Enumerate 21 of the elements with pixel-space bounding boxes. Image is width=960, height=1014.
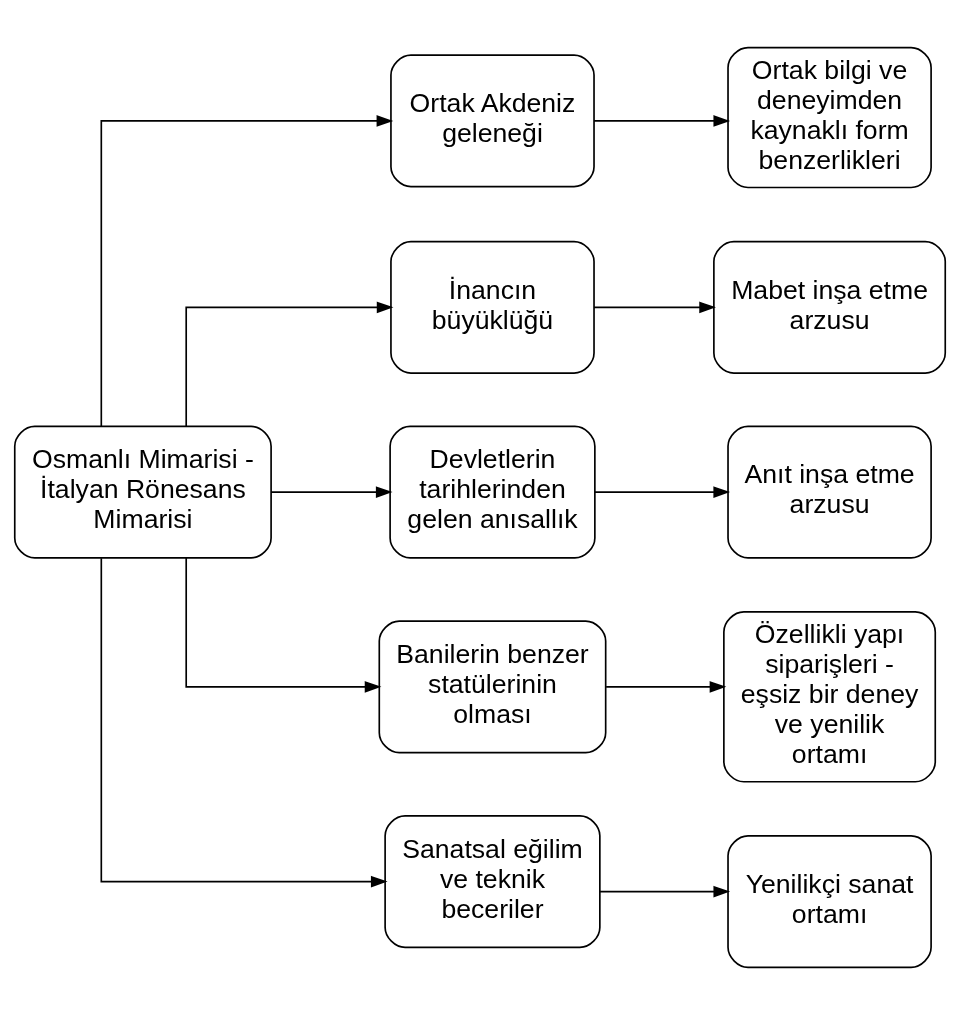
arrow <box>599 885 731 897</box>
node-box: Ortak Akdeniz geleneği <box>390 53 595 187</box>
arrow <box>185 301 394 427</box>
node-box: Özellikli yapı siparişleri - eşsiz bir deney ve yenilik ortamı <box>723 610 937 783</box>
arrow <box>185 556 382 693</box>
arrow <box>270 485 393 498</box>
node-box: Ortak bilgi ve deneyimden kaynaklı form benzerlikleri <box>727 46 932 188</box>
arrow <box>593 301 716 313</box>
node-box: Banilerin benzer statülerinin olması <box>378 619 607 753</box>
node-box: Sanatsal eğilim ve teknik beceriler <box>384 814 601 948</box>
arrow <box>594 485 731 498</box>
node-box: İnancın büyüklüğü <box>390 240 595 374</box>
arrow <box>593 114 731 127</box>
node-box: Mabet inşa etme arzusu <box>713 240 947 374</box>
node-box: Osmanlı Mimarisi - İtalyan Rönesans Mimarisi <box>13 425 272 559</box>
arrow <box>605 680 727 693</box>
node-box: Yenilikçi sanat ortamı <box>727 834 932 968</box>
node-box: Anıt inşa etme arzusu <box>727 425 932 559</box>
arrow <box>100 114 394 427</box>
arrow <box>100 556 388 887</box>
node-box: Devletlerin tarihlerinden gelen anısallık <box>389 425 596 559</box>
